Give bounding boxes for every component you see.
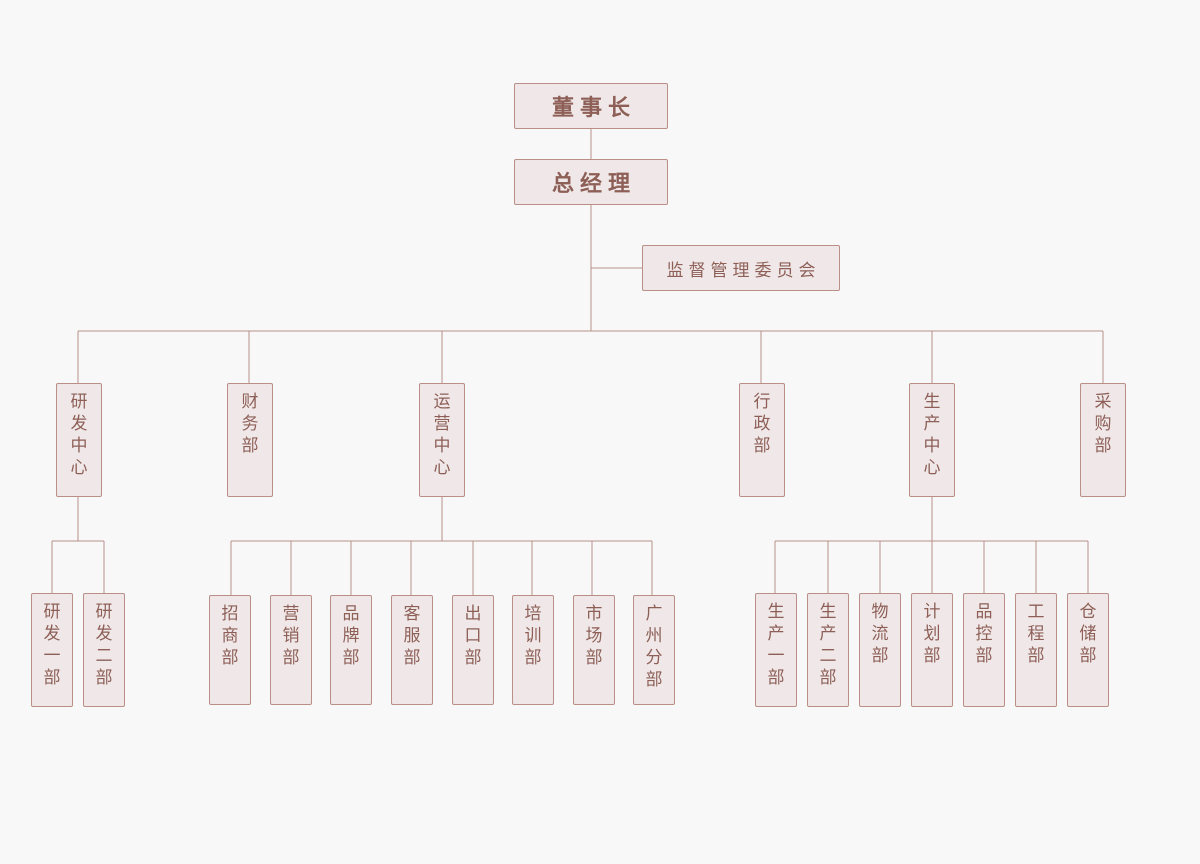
ops-dept-3: 品 牌 部 [330, 595, 372, 705]
center-production: 生 产 中 心 [909, 383, 955, 497]
prod-dept-7-label: 仓 储 部 [1079, 602, 1097, 666]
rd-dept-1: 研 发 一 部 [31, 593, 73, 707]
center-admin-label: 行 政 部 [753, 392, 771, 456]
ops-dept-7-label: 市 场 部 [585, 604, 603, 668]
center-purchasing-label: 采 购 部 [1094, 392, 1112, 456]
center-rd-label: 研 发 中 心 [70, 392, 88, 478]
prod-dept-6: 工 程 部 [1015, 593, 1057, 707]
ops-dept-6: 培 训 部 [512, 595, 554, 705]
ops-dept-1: 招 商 部 [209, 595, 251, 705]
general-manager-label: 总经理 [551, 172, 636, 197]
prod-dept-5: 品 控 部 [963, 593, 1005, 707]
center-operations-label: 运 营 中 心 [433, 392, 451, 478]
prod-dept-6-label: 工 程 部 [1027, 602, 1045, 666]
center-finance-label: 财 务 部 [241, 392, 259, 456]
rd-dept-2-label: 研 发 二 部 [95, 602, 113, 688]
prod-dept-2-label: 生 产 二 部 [819, 602, 837, 688]
center-production-label: 生 产 中 心 [923, 392, 941, 478]
prod-dept-4: 计 划 部 [911, 593, 953, 707]
ops-dept-3-label: 品 牌 部 [342, 604, 360, 668]
prod-dept-2: 生 产 二 部 [807, 593, 849, 707]
prod-dept-3-label: 物 流 部 [871, 602, 889, 666]
ops-dept-2: 营 销 部 [270, 595, 312, 705]
prod-dept-4-label: 计 划 部 [923, 602, 941, 666]
chairman-box: 董事长 [514, 83, 668, 129]
ops-dept-5-label: 出 口 部 [464, 604, 482, 668]
prod-dept-1-label: 生 产 一 部 [767, 602, 785, 688]
prod-dept-7: 仓 储 部 [1067, 593, 1109, 707]
supervisory-committee-label: 监督管理委员会 [666, 260, 821, 281]
general-manager-box: 总经理 [514, 159, 668, 205]
center-finance: 财 务 部 [227, 383, 273, 497]
ops-dept-8-label: 广 州 分 部 [645, 604, 663, 690]
center-operations: 运 营 中 心 [419, 383, 465, 497]
prod-dept-3: 物 流 部 [859, 593, 901, 707]
chairman-label: 董事长 [551, 96, 636, 121]
ops-dept-8: 广 州 分 部 [633, 595, 675, 705]
ops-dept-2-label: 营 销 部 [282, 604, 300, 668]
center-admin: 行 政 部 [739, 383, 785, 497]
ops-dept-5: 出 口 部 [452, 595, 494, 705]
ops-dept-7: 市 场 部 [573, 595, 615, 705]
ops-dept-6-label: 培 训 部 [524, 604, 542, 668]
ops-dept-4: 客 服 部 [391, 595, 433, 705]
center-rd: 研 发 中 心 [56, 383, 102, 497]
ops-dept-4-label: 客 服 部 [403, 604, 421, 668]
center-purchasing: 采 购 部 [1080, 383, 1126, 497]
rd-dept-1-label: 研 发 一 部 [43, 602, 61, 688]
ops-dept-1-label: 招 商 部 [221, 604, 239, 668]
prod-dept-5-label: 品 控 部 [975, 602, 993, 666]
prod-dept-1: 生 产 一 部 [755, 593, 797, 707]
supervisory-committee-box: 监督管理委员会 [642, 245, 840, 291]
rd-dept-2: 研 发 二 部 [83, 593, 125, 707]
